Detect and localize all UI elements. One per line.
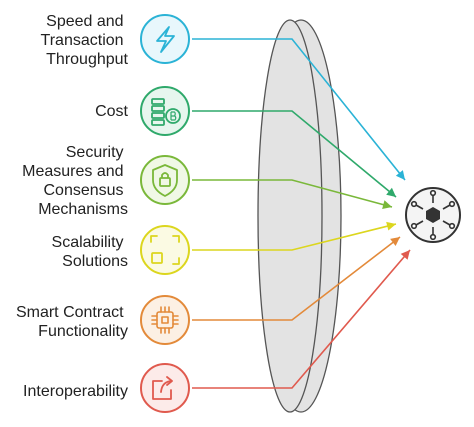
label-line: Smart Contract [16, 304, 124, 321]
connector-speed [192, 38, 406, 181]
arrowhead [395, 170, 405, 180]
label-interoperability: Interoperability [23, 383, 128, 400]
label-line: Consensus [44, 182, 124, 199]
label-smart-contract: Smart Contract Functionality [16, 304, 128, 340]
shield-lock-icon [152, 164, 178, 197]
factor-2 [140, 155, 190, 205]
lens [257, 19, 342, 413]
connector-security [192, 179, 393, 208]
factor-icons [140, 14, 190, 413]
connectors [192, 38, 411, 389]
label-line: Mechanisms [38, 201, 128, 218]
arrowhead [386, 187, 396, 197]
label-cost: Cost [95, 103, 128, 120]
scale-frame-icon [150, 235, 180, 265]
label-line: Scalability [52, 234, 124, 251]
target-node [405, 187, 461, 243]
label-line: Measures and [22, 163, 123, 180]
connector-cost [192, 110, 397, 198]
label-line: Solutions [62, 253, 128, 270]
arrowhead [400, 250, 410, 260]
share-arrow-icon [152, 376, 173, 400]
blockchain-network-icon [410, 189, 456, 241]
lens-front [257, 19, 323, 413]
factor-icon-circle [140, 363, 190, 413]
label-speed: Speed and Transaction Throughput [41, 13, 129, 68]
connector-interoperability [192, 249, 411, 389]
factor-0 [140, 14, 190, 64]
factor-5 [140, 363, 190, 413]
label-line: Speed and [46, 13, 123, 30]
label-line: Functionality [38, 323, 128, 340]
lightning-icon [156, 26, 175, 53]
label-security: Security Measures and Consensus Mechanis… [22, 144, 128, 218]
chip-icon [151, 306, 179, 334]
factor-icon-circle [140, 14, 190, 64]
factor-icon-circle [140, 155, 190, 205]
label-scalability: Scalability Solutions [52, 234, 128, 270]
factor-icon-circle [140, 86, 190, 136]
arrowhead [386, 221, 396, 231]
coins-bitcoin-icon [151, 98, 181, 126]
factor-icon-circle [140, 225, 190, 275]
label-line: Transaction [41, 32, 124, 49]
label-line: Cost [95, 103, 128, 120]
label-line: Security [66, 144, 124, 161]
connector-scalability [192, 223, 397, 251]
factor-3 [140, 225, 190, 275]
arrowhead [382, 200, 392, 209]
factor-icon-circle [140, 295, 190, 345]
connector-smart-contract [192, 236, 401, 321]
factor-1 [140, 86, 190, 136]
arrowheads [382, 170, 410, 260]
label-line: Throughput [46, 51, 128, 68]
arrowhead [390, 237, 400, 247]
label-line: Interoperability [23, 383, 128, 400]
factor-4 [140, 295, 190, 345]
factor-labels: Speed and Transaction Throughput Cost Se… [16, 13, 129, 400]
